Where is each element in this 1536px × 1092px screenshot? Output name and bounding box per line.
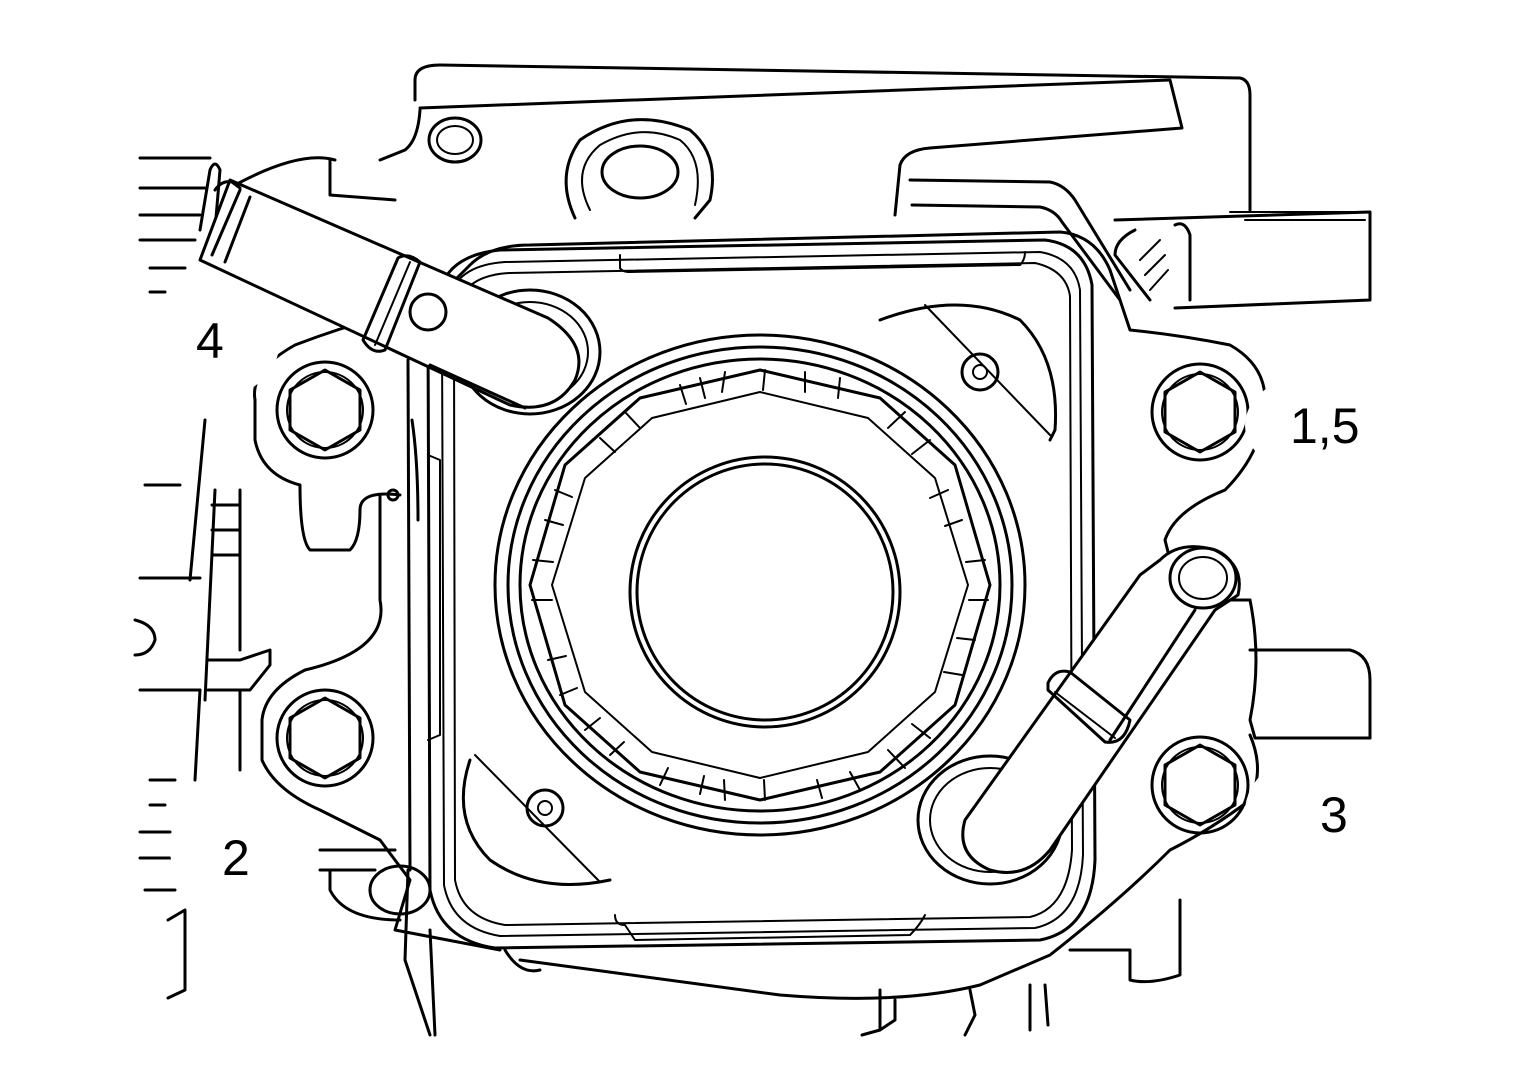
left-bracket [133, 156, 272, 1000]
bolt-heads [275, 360, 1250, 835]
callout-1-5: 1,5 [1290, 398, 1360, 454]
callout-labels: 4 1,5 3 2 [196, 313, 1360, 886]
central-ring-assembly [493, 333, 1027, 837]
callout-masks [140, 280, 1415, 910]
bolt-lower-left [275, 688, 375, 788]
pipe-upper-left [198, 178, 581, 410]
pipe-lower-right [961, 545, 1241, 874]
bolt-upper-left [275, 360, 375, 460]
flange-lobes [461, 303, 1058, 886]
right-connector [1113, 210, 1372, 310]
bolt-lower-right [1150, 735, 1250, 835]
callout-2: 2 [222, 830, 250, 886]
callout-4: 4 [196, 313, 224, 369]
bolt-upper-right [1150, 362, 1250, 462]
callout-3: 3 [1320, 787, 1348, 843]
upper-housing [233, 63, 1252, 302]
